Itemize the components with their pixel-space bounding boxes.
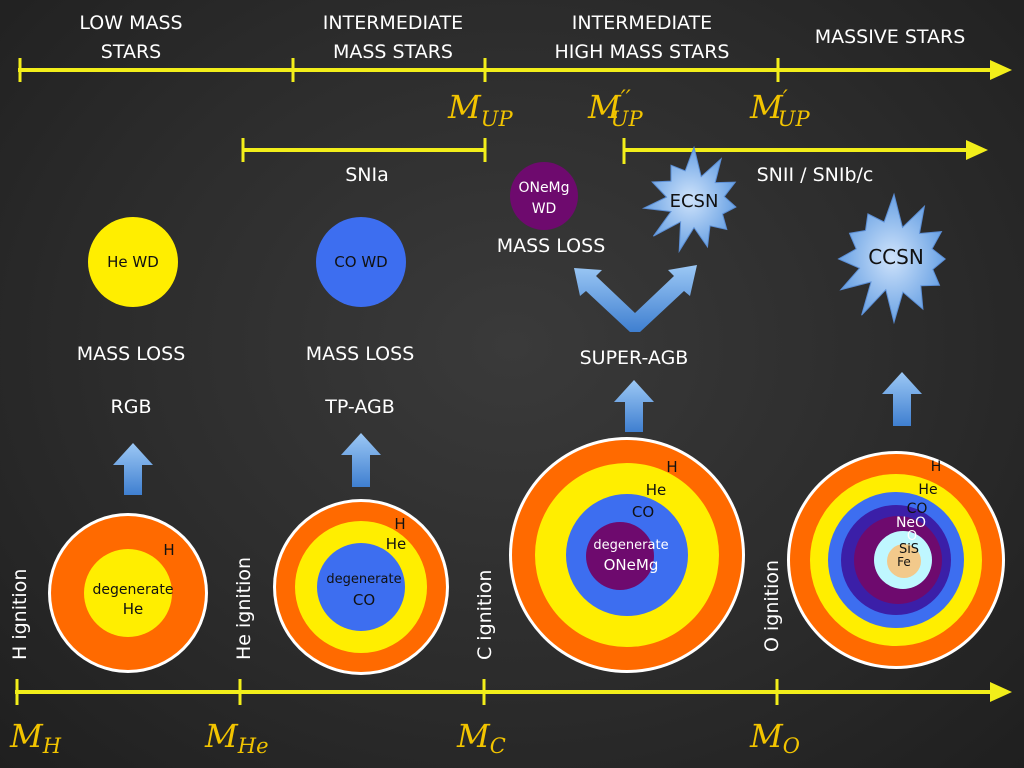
arrow-up-tpagb [341,433,381,487]
ignition-h: H ignition [9,569,31,660]
star-low-mass: H degenerate He [48,513,208,673]
onemg-wd: ONeMg WD [510,162,578,230]
star-int-core-line2: CO [353,591,375,609]
category-intermediate-high: INTERMEDIATE HIGH MASS STARS [555,12,730,63]
top-mass-axis [18,58,1012,82]
star-int-core-line1: degenerate [326,572,401,587]
phase-rgb: RGB [111,396,152,418]
category-massive: MASSIVE STARS [815,26,966,48]
snii-label: SNII / SNIb/c [757,164,874,186]
bottom-mass-axis [15,679,1012,705]
phase-tp-agb: TP-AGB [324,396,395,418]
threshold-mup-double-prime: M′′UP [587,87,643,131]
co-wd-label: CO WD [334,253,387,271]
star-massive: H He CO NeO O SiS Fe [787,451,1005,669]
mass-loss-low: MASS LOSS [77,343,186,365]
arrow-up-massive [882,372,922,426]
category-low-line2: STARS [101,41,161,63]
star-low-h-label: H [163,541,174,559]
ecsn-burst: ECSN [641,145,737,254]
star-sagb-h-label: H [666,458,677,476]
star-massive-sis-label: SiS [899,542,919,557]
threshold-mo: MO [749,717,800,758]
onemg-wd-line2: WD [532,201,557,217]
star-massive-he-label: He [918,482,937,498]
mass-loss-int: MASS LOSS [306,343,415,365]
star-massive-h-label: H [931,459,942,475]
arrow-up-sagb [614,380,654,432]
category-int-line2: MASS STARS [333,41,453,63]
star-massive-fe-label: Fe [897,555,911,569]
star-int-he-label: He [386,535,407,553]
arrow-fork-sagb [574,265,697,332]
star-super-agb: H He CO degenerate ONeMg [509,437,745,673]
mass-loss-sagb: MASS LOSS [497,235,606,257]
snia-label: SNIa [345,164,389,186]
category-inthigh-line2: HIGH MASS STARS [555,41,730,63]
star-sagb-core-line1: degenerate [593,538,668,553]
arrow-up-rgb [113,443,153,495]
he-wd-label: He WD [107,253,159,271]
category-inthigh-line1: INTERMEDIATE [572,12,712,34]
star-int-h-label: H [394,515,405,533]
star-massive-neo-label: NeO [896,515,926,531]
category-low-line1: LOW MASS [79,12,182,34]
star-low-core-line2: He [123,600,144,618]
threshold-mup: MUP [447,88,513,131]
ignition-o: O ignition [761,560,783,652]
he-wd: He WD [88,217,178,307]
star-sagb-core-line2: ONeMg [604,556,659,574]
phase-super-agb: SUPER-AGB [580,347,689,369]
ignition-he: He ignition [233,557,255,660]
star-low-core-line1: degenerate [93,582,174,598]
onemg-wd-line1: ONeMg [518,180,569,196]
ecsn-label: ECSN [670,191,719,212]
threshold-mc: MC [456,717,506,758]
snii-range [622,138,988,164]
category-intermediate: INTERMEDIATE MASS STARS [323,12,463,63]
ccsn-label: CCSN [868,245,924,269]
star-sagb-co-label: CO [632,503,654,521]
star-massive-co-label: CO [907,501,928,517]
threshold-mup-prime: M′UP [749,87,810,131]
ccsn-burst: CCSN [837,192,946,325]
category-int-line1: INTERMEDIATE [323,12,463,34]
ignition-c: C ignition [474,570,496,660]
star-massive-o-label: O [907,529,917,544]
star-intermediate: H He degenerate CO [273,499,449,675]
threshold-mhe: MHe [204,717,269,758]
threshold-mh: MH [9,717,62,758]
star-sagb-he-label: He [646,481,667,499]
co-wd: CO WD [316,217,406,307]
category-low-mass: LOW MASS STARS [79,12,182,63]
snia-range [241,138,487,162]
